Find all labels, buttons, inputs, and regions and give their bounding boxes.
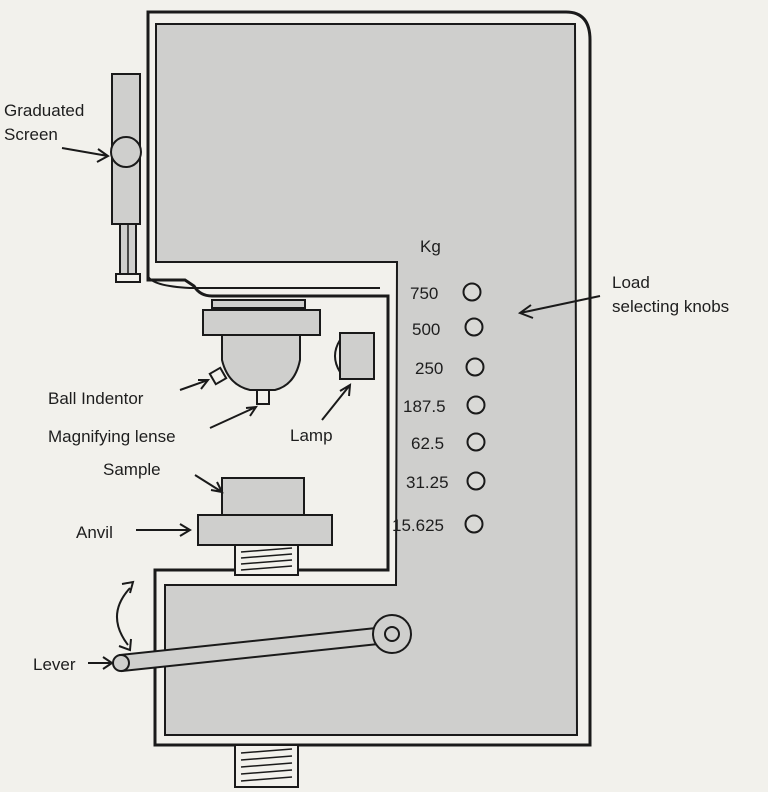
arrow-magnifying-lense <box>209 405 259 429</box>
load-value-0: 750 <box>410 284 438 303</box>
graduated-screen <box>110 73 142 283</box>
label-lever: Lever <box>33 655 76 674</box>
arrow-lamp <box>321 383 352 421</box>
ball-indentor <box>208 366 228 386</box>
load-value-6: 15.625 <box>392 516 444 535</box>
load-knob-31 <box>466 471 486 491</box>
lamp <box>334 332 375 380</box>
label-anvil: Anvil <box>76 523 113 542</box>
load-value-5: 31.25 <box>406 473 449 492</box>
lever <box>112 614 412 673</box>
load-knob-500 <box>464 317 484 337</box>
load-value-1: 500 <box>412 320 440 339</box>
load-knob-15 <box>464 514 484 534</box>
unit-label: Kg <box>420 237 441 256</box>
sample-block <box>221 477 305 517</box>
load-knob-62 <box>466 432 486 452</box>
arrow-ball-indentor <box>179 379 211 391</box>
label-load-knobs-2: selecting knobs <box>612 297 729 316</box>
arrow-anvil <box>136 523 192 537</box>
label-graduated-screen-1: Graduated <box>4 101 84 120</box>
indentor-head <box>202 299 321 405</box>
load-knob-column <box>462 282 486 534</box>
load-knob-187 <box>466 395 486 415</box>
label-ball-indentor: Ball Indentor <box>48 389 144 408</box>
load-value-4: 62.5 <box>411 434 444 453</box>
upper-arm-edge <box>147 275 380 289</box>
label-load-knobs-1: Load <box>612 273 650 292</box>
arrow-graduated-screen <box>61 147 110 163</box>
label-lamp: Lamp <box>290 426 333 445</box>
lever-motion-arrow <box>116 580 135 652</box>
label-graduated-screen-2: Screen <box>4 125 58 144</box>
arrow-lever <box>88 656 114 670</box>
load-value-2: 250 <box>415 359 443 378</box>
base-screw <box>234 744 299 788</box>
arrow-sample <box>194 474 224 494</box>
label-sample: Sample <box>103 460 161 479</box>
label-magnifying-lense: Magnifying lense <box>48 427 176 446</box>
load-knob-250 <box>465 357 485 377</box>
machine-body <box>155 23 579 736</box>
load-knob-750 <box>462 282 482 302</box>
arrow-load-knobs <box>517 295 601 319</box>
load-value-3: 187.5 <box>403 397 446 416</box>
anvil-plate <box>197 514 333 546</box>
anvil-screw <box>234 544 299 576</box>
